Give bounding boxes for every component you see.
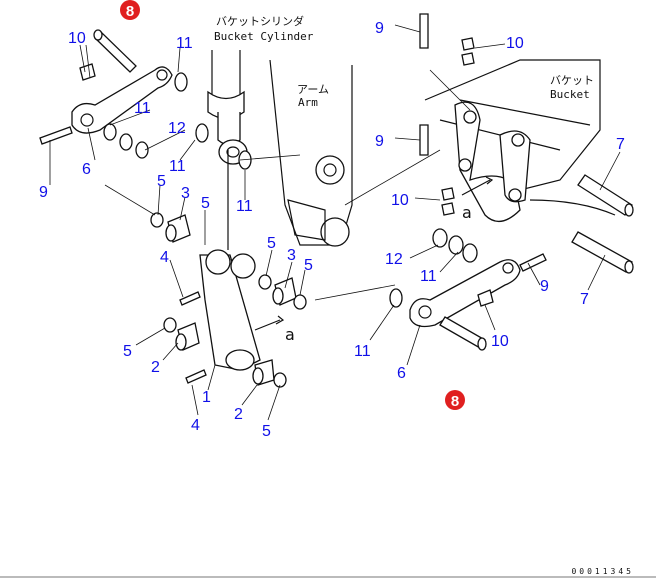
highlight-callout-8-lower[interactable]: 8 bbox=[445, 390, 465, 410]
callout-9[interactable]: 9 bbox=[375, 20, 384, 37]
bucket-cylinder bbox=[207, 50, 248, 165]
document-number: 00011345 bbox=[571, 567, 634, 576]
callout-9[interactable]: 9 bbox=[39, 184, 48, 201]
callout-7[interactable]: 7 bbox=[616, 136, 625, 153]
callout-6[interactable]: 6 bbox=[397, 365, 406, 382]
callout-2[interactable]: 2 bbox=[234, 406, 243, 423]
callout-4[interactable]: 4 bbox=[160, 249, 169, 266]
callout-3[interactable]: 3 bbox=[181, 185, 190, 202]
washers-upper-left bbox=[39, 63, 252, 170]
arm-label: Arm bbox=[298, 96, 318, 109]
callout-5[interactable]: 5 bbox=[304, 257, 313, 274]
callout-11[interactable]: 11 bbox=[134, 100, 151, 117]
link-6-upper bbox=[71, 29, 173, 134]
callout-1[interactable]: 1 bbox=[202, 389, 211, 406]
callout-10[interactable]: 10 bbox=[506, 35, 524, 52]
callout-9[interactable]: 9 bbox=[540, 278, 549, 295]
bucket-label-jp: バケット bbox=[550, 74, 594, 87]
callout-3[interactable]: 3 bbox=[287, 247, 296, 264]
arm-label-jp: アーム bbox=[297, 83, 329, 96]
callout-5[interactable]: 5 bbox=[123, 343, 132, 360]
pin-7-upper bbox=[577, 174, 634, 217]
svg-text:8: 8 bbox=[451, 393, 459, 410]
callout-7[interactable]: 7 bbox=[580, 291, 589, 308]
bushings-and-seals bbox=[150, 212, 307, 388]
bolts-9-10 bbox=[419, 13, 475, 216]
callout-12[interactable]: 12 bbox=[168, 120, 186, 137]
link-6-lower bbox=[389, 228, 547, 351]
callout-11[interactable]: 11 bbox=[169, 158, 186, 175]
svg-text:8: 8 bbox=[126, 3, 134, 20]
view-marker-a: a bbox=[462, 203, 472, 222]
arm bbox=[269, 59, 353, 247]
highlight-callout-8-upper[interactable]: 8 bbox=[120, 0, 140, 20]
callout-6[interactable]: 6 bbox=[82, 161, 91, 178]
bucket-cylinder-label-jp: バケットシリンダ bbox=[216, 14, 304, 28]
bucket bbox=[424, 59, 616, 222]
leader-lines bbox=[49, 24, 621, 421]
callout-5[interactable]: 5 bbox=[267, 235, 276, 252]
bucket-cylinder-label: Bucket Cylinder bbox=[214, 30, 314, 43]
callout-4[interactable]: 4 bbox=[191, 417, 200, 434]
callout-5[interactable]: 5 bbox=[262, 423, 271, 440]
callout-11[interactable]: 11 bbox=[420, 268, 437, 285]
link-1 bbox=[199, 150, 261, 371]
callout-10[interactable]: 10 bbox=[68, 30, 86, 47]
callout-numbers[interactable]: 10 11 11 12 11 6 9 5 3 5 11 4 5 3 5 5 2 … bbox=[39, 20, 625, 440]
callout-5[interactable]: 5 bbox=[157, 173, 166, 190]
bucket-label: Bucket bbox=[550, 88, 590, 101]
pin-7-lower bbox=[571, 231, 634, 274]
callout-10[interactable]: 10 bbox=[491, 333, 509, 350]
view-marker-a: a bbox=[285, 325, 295, 344]
callout-12[interactable]: 12 bbox=[385, 251, 403, 268]
callout-11[interactable]: 11 bbox=[354, 343, 371, 360]
callout-10[interactable]: 10 bbox=[391, 192, 409, 209]
callout-9[interactable]: 9 bbox=[375, 133, 384, 150]
callout-11[interactable]: 11 bbox=[176, 35, 193, 52]
callout-5[interactable]: 5 bbox=[201, 195, 210, 212]
bottom-divider bbox=[0, 576, 656, 578]
callout-2[interactable]: 2 bbox=[151, 359, 160, 376]
callout-11[interactable]: 11 bbox=[236, 198, 253, 215]
